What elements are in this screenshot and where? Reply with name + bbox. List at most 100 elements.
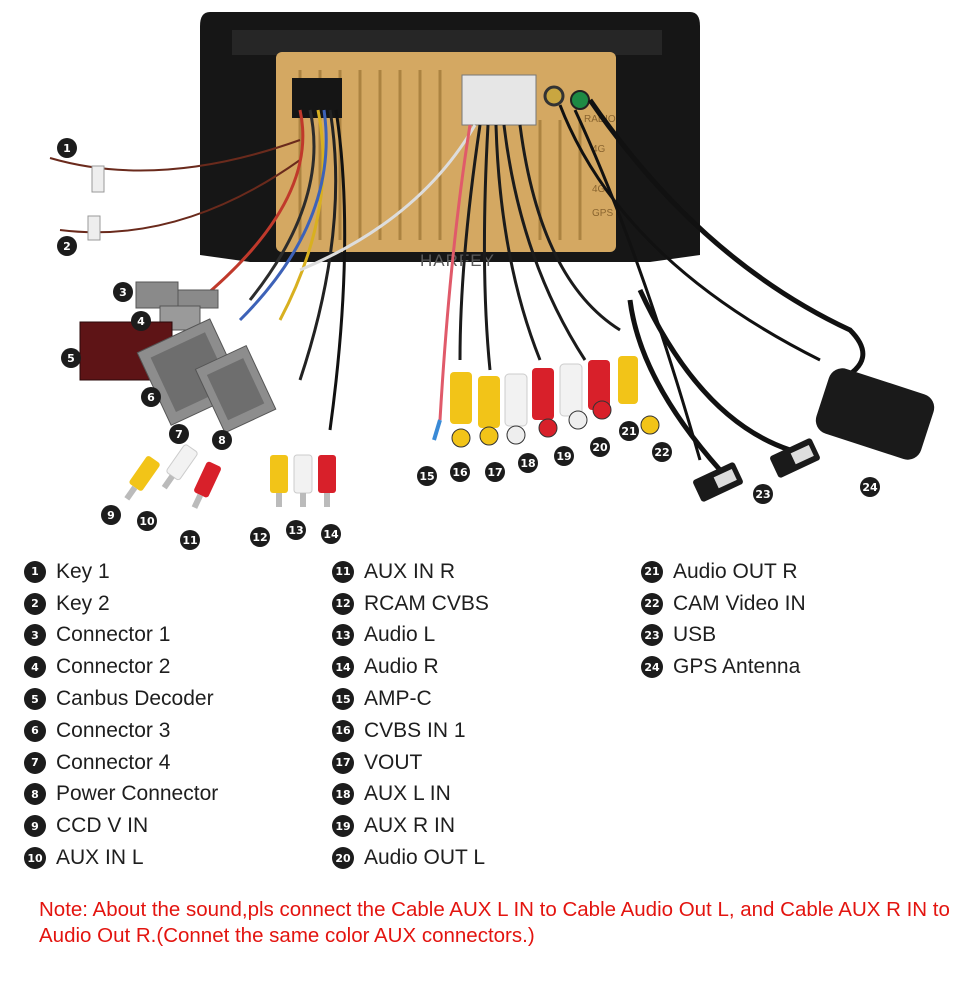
callout-3: 3 [113,282,133,302]
connector-4 [194,344,277,434]
connector-1 [135,281,219,309]
callout-4: 4 [131,311,151,331]
legend-badge: 14 [332,656,354,679]
svg-text:5: 5 [67,352,75,365]
legend-item: 1 Key 1 [24,556,218,588]
callout-2: 2 [57,236,77,256]
callout-9: 9 [101,505,121,525]
svg-text:4: 4 [137,315,145,328]
wiring-illustration: RADIO 4G 4G GPS HARFEY [49,12,935,550]
head-unit: RADIO 4G 4G GPS HARFEY [200,12,700,270]
legend-badge: 8 [24,783,46,806]
callout-16: 16 [450,462,470,482]
svg-text:11: 11 [182,534,197,547]
legend-badge: 7 [24,751,46,774]
callout-5: 5 [61,348,81,368]
legend-item: 2 Key 2 [24,588,218,620]
legend-badge: 20 [332,847,354,870]
legend-badge: 9 [24,815,46,838]
svg-text:6: 6 [147,391,155,404]
legend-badge: 12 [332,592,354,615]
legend-badge: 3 [24,624,46,647]
legend-badge: 13 [332,624,354,647]
legend-badge: 10 [24,847,46,870]
board-label-4g-1: 4G [592,144,606,155]
legend-item: 9 CCD V IN [24,810,218,842]
svg-text:7: 7 [175,428,183,441]
legend-label: Connector 3 [56,718,171,742]
callout-21: 21 [619,421,639,441]
callout-15: 15 [417,466,437,486]
legend-badge: 16 [332,719,354,742]
callout-13: 13 [286,520,306,540]
watermark: HARFEY [420,251,495,270]
svg-text:19: 19 [556,450,571,463]
callout-19: 19 [554,446,574,466]
rca-plugs-left [124,444,336,509]
callout-8: 8 [212,430,232,450]
svg-text:2: 2 [63,240,71,253]
legend-badge: 17 [332,751,354,774]
svg-text:12: 12 [252,531,267,544]
legend-badge: 1 [24,560,46,583]
legend-label: Connector 2 [56,655,171,679]
legend-item: 16 CVBS IN 1 [332,715,489,747]
svg-text:13: 13 [288,524,303,537]
callout-20: 20 [590,437,610,457]
board-label-gps: GPS [592,208,613,219]
legend-label: Key 1 [56,559,110,583]
gps-antenna [815,368,935,460]
legend-item: 13 Audio L [332,620,489,652]
legend-label: AUX R IN [364,814,456,838]
callout-7: 7 [169,424,189,444]
usb-connectors [693,438,820,502]
legend-label: Audio OUT L [364,846,486,870]
svg-text:23: 23 [755,488,770,501]
callout-18: 18 [518,453,538,473]
legend-item: 3 Connector 1 [24,620,218,652]
legend-label: Canbus Decoder [56,687,214,711]
callout-11: 11 [180,530,200,550]
legend-label: AUX L IN [364,782,451,806]
legend-label: CCD V IN [56,814,149,838]
callout-6: 6 [141,387,161,407]
legend-badge: 18 [332,783,354,806]
legend-badge: 19 [332,815,354,838]
legend-label: CVBS IN 1 [364,718,466,742]
callout-10: 10 [137,511,157,531]
legend-label: Audio OUT R [673,559,798,583]
legend-label: Connector 1 [56,623,171,647]
svg-text:18: 18 [520,457,535,470]
legend-badge: 2 [24,592,46,615]
legend-badge: 6 [24,719,46,742]
usb-gps-cables [587,98,866,472]
wiring-diagram: RADIO 4G 4G GPS HARFEY [49,12,935,550]
callout-23: 23 [753,484,773,504]
legend-label: AUX IN R [364,559,456,583]
harness-wires [199,104,821,461]
legend-item: 20 Audio OUT L [332,842,489,874]
legend-label: Key 2 [56,591,110,615]
legend-label: GPS Antenna [673,655,801,679]
callout-22: 22 [652,442,672,462]
legend-item: 22 CAM Video IN [641,588,806,620]
legend-badge: 22 [641,592,663,615]
svg-text:20: 20 [592,441,608,454]
legend-label: Audio L [364,623,436,647]
note-text: Note: About the sound,pls connect the Ca… [39,898,950,947]
svg-text:14: 14 [323,528,339,541]
legend-label: CAM Video IN [673,591,806,615]
legend-label: Audio R [364,655,439,679]
svg-text:1: 1 [63,142,71,155]
svg-text:21: 21 [621,425,636,438]
